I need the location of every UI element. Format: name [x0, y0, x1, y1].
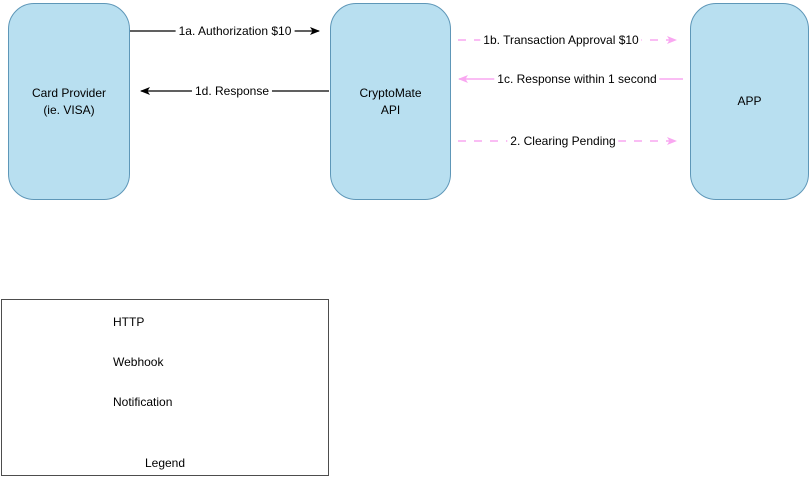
legend-title: Legend — [144, 456, 186, 470]
legend-item-notification: Notification — [113, 395, 173, 409]
arrow-label-clearing: 2. Clearing Pending — [507, 134, 619, 148]
node-card-provider: Card Provider (ie. VISA) — [8, 3, 130, 200]
node-cryptomate-label-line2: API — [380, 102, 401, 117]
legend-item-http: HTTP — [113, 315, 145, 329]
arrow-label-approval: 1b. Transaction Approval $10 — [480, 33, 642, 47]
arrow-label-response-1s: 1c. Response within 1 second — [494, 72, 660, 86]
legend-item-webhook: Webhook — [113, 355, 164, 369]
node-app-label: APP — [737, 94, 762, 109]
node-cryptomate-api: CryptoMate API — [330, 3, 451, 200]
node-app: APP — [690, 3, 809, 200]
node-card-provider-label-line1: Card Provider — [31, 85, 107, 100]
legend-box — [1, 299, 329, 476]
arrow-label-response: 1d. Response — [191, 84, 273, 98]
node-card-provider-label-line2: (ie. VISA) — [43, 102, 95, 117]
node-cryptomate-label-line1: CryptoMate — [359, 85, 422, 100]
arrow-label-authorization: 1a. Authorization $10 — [175, 24, 295, 38]
